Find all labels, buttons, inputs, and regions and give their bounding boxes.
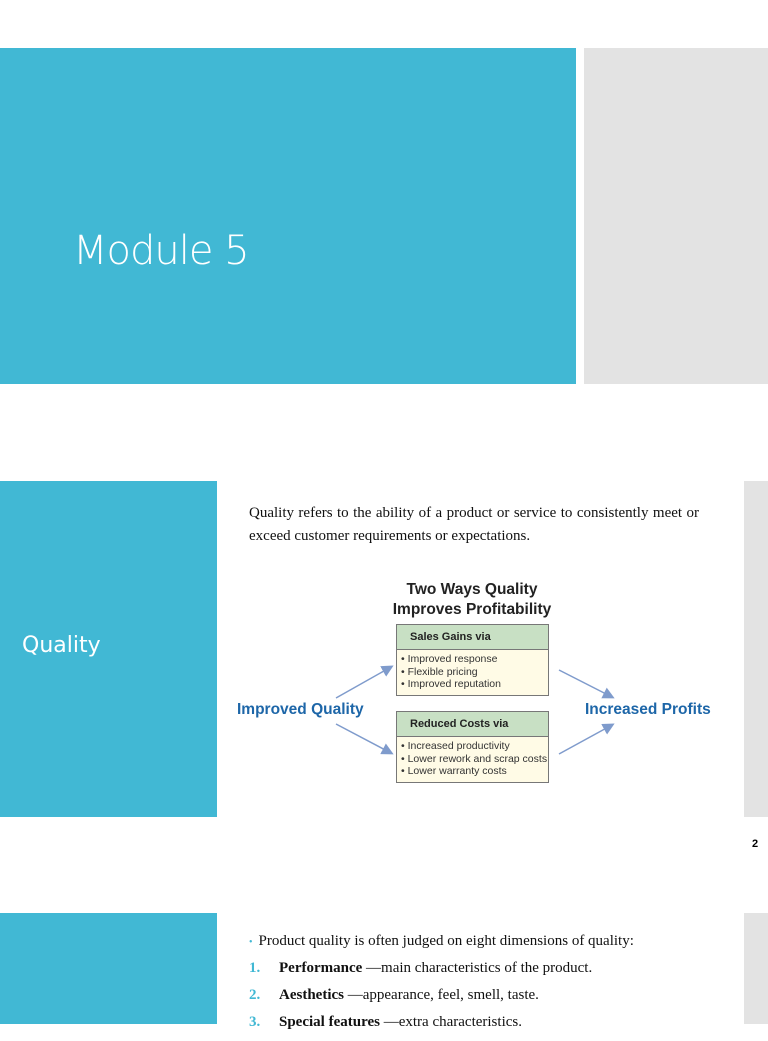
arrow-icon <box>335 665 394 699</box>
section-panel <box>0 913 217 1024</box>
improved-quality-label: Improved Quality <box>237 701 364 718</box>
title-slide-panel <box>0 48 576 384</box>
item-number: 1. <box>249 960 261 976</box>
side-panel <box>584 48 768 384</box>
list-item: Improved response <box>401 653 548 666</box>
list-item: Lower rework and scrap costs <box>401 753 548 766</box>
section-title: Quality <box>22 633 101 658</box>
item-term: Special features <box>279 1014 380 1030</box>
list-item: 1. Performance —main characteristics of t… <box>249 960 634 987</box>
item-number: 2. <box>249 987 261 1003</box>
diagram-title-line1: Two Ways Quality <box>406 581 538 598</box>
item-desc: —appearance, feel, smell, taste. <box>343 987 539 1003</box>
increased-profits-label: Increased Profits <box>585 701 711 718</box>
item-number: 3. <box>249 1014 261 1030</box>
arrow-icon <box>558 723 615 755</box>
list-item: Increased productivity <box>401 740 548 753</box>
side-strip <box>744 481 768 817</box>
list-item: 3. Special features —extra characteristic… <box>249 1014 634 1041</box>
slide-title: Module 5 <box>73 228 250 274</box>
reduced-costs-box: Reduced Costs via Increased productivity… <box>396 711 549 783</box>
arrow-icon <box>558 669 615 699</box>
list-item: Lower warranty costs <box>401 765 548 778</box>
box-header: Sales Gains via <box>397 625 548 650</box>
section-panel <box>0 481 217 817</box>
item-desc: —main characteristics of the product. <box>362 960 593 976</box>
list-item: Improved reputation <box>401 678 548 691</box>
sales-gains-box: Sales Gains via Improved response Flexib… <box>396 624 549 696</box>
item-term: Aesthetics <box>279 987 344 1003</box>
bullet-icon: • <box>249 937 253 948</box>
intro-text: Product quality is often judged on eight… <box>258 933 634 949</box>
dimensions-list: • Product quality is often judged on eigh… <box>249 933 634 1041</box>
diagram-title-line2: Improves Profitability <box>392 601 552 618</box>
diagram-title: Two Ways Quality Improves Profitability <box>380 580 564 620</box>
list-item: 2. Aesthetics —appearance, feel, smell, t… <box>249 987 634 1014</box>
item-term: Performance <box>279 960 363 976</box>
definition-paragraph: Quality refers to the ability of a produ… <box>249 505 699 544</box>
page-number: 2 <box>752 838 759 850</box>
intro-bullet: • Product quality is often judged on eigh… <box>249 933 634 960</box>
item-desc: —extra characteristics. <box>379 1014 522 1030</box>
list-item: Flexible pricing <box>401 666 548 679</box>
side-strip <box>744 913 768 1024</box>
box-header: Reduced Costs via <box>397 712 548 737</box>
arrow-icon <box>335 723 394 755</box>
